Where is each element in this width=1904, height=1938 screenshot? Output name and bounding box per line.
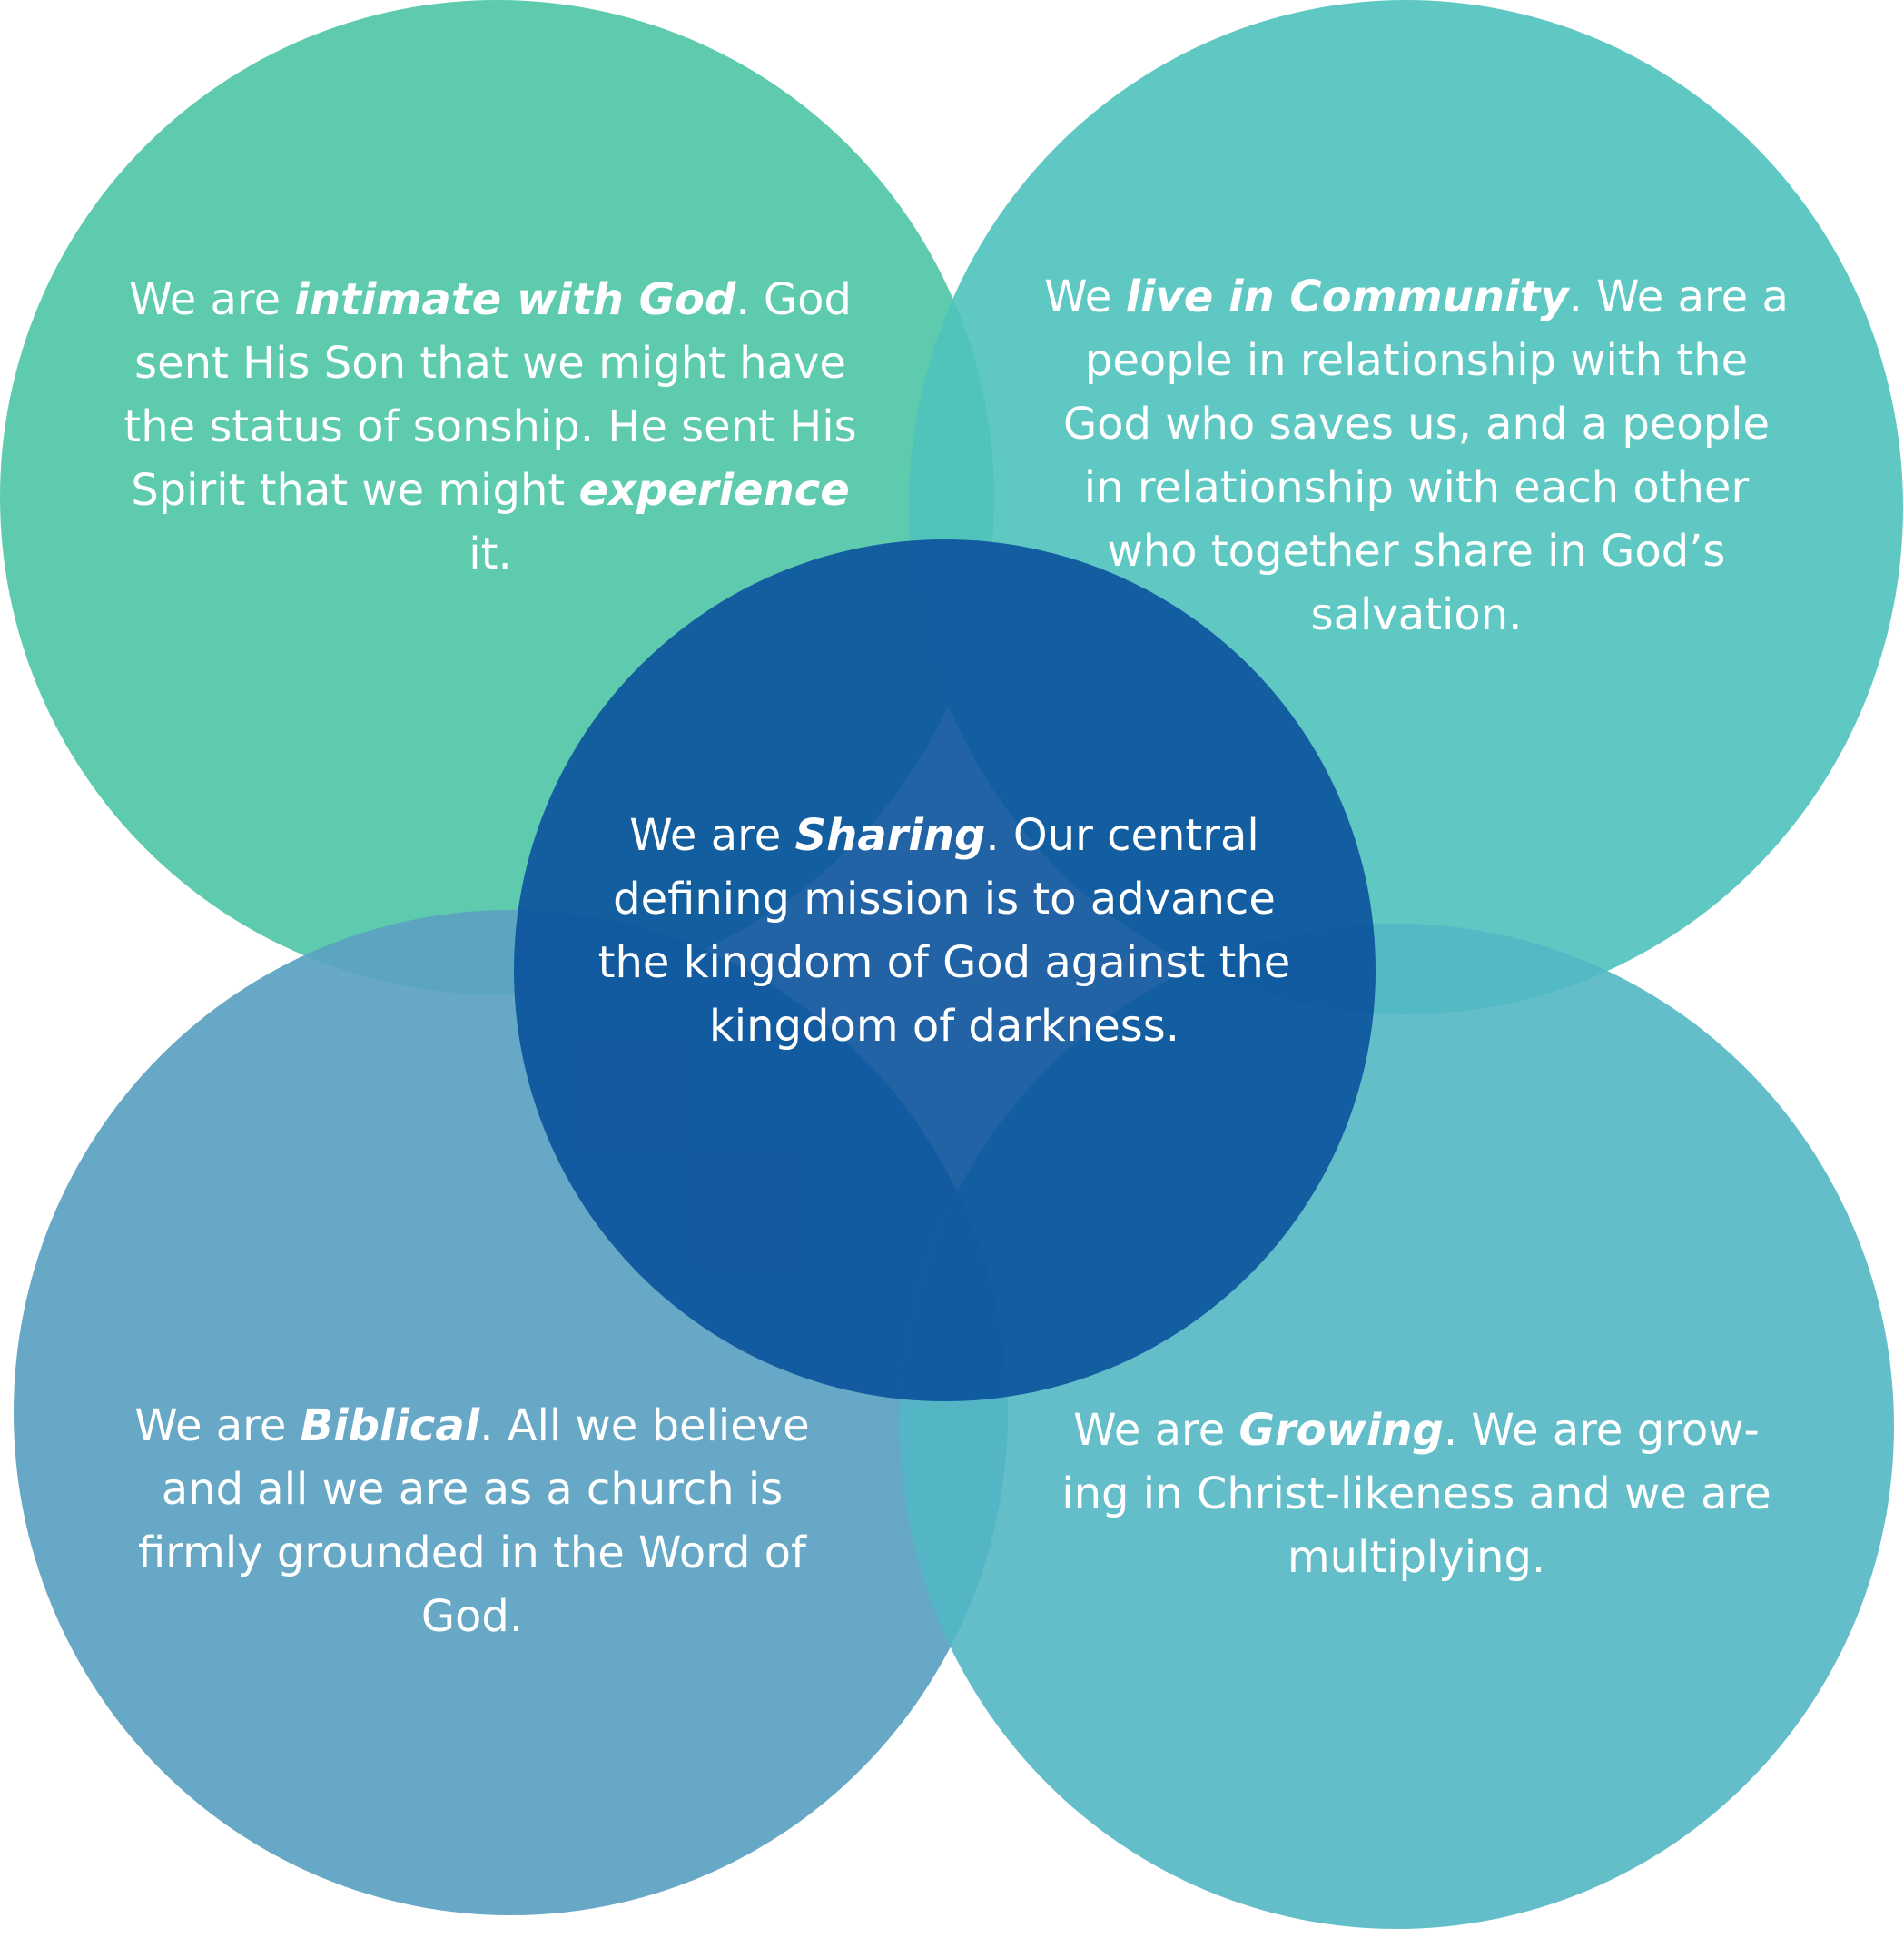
growing-lead: We are xyxy=(1073,1405,1239,1456)
circle-sharing xyxy=(514,539,1376,1401)
sharing-emphasis: Sharing xyxy=(794,810,986,861)
intimate-body: . God sent His Son that we might have th… xyxy=(123,274,857,516)
biblical-emphasis: Biblical xyxy=(300,1400,480,1451)
growing-body: . We are grow-ing in Christ-likeness and… xyxy=(1061,1405,1771,1583)
live-in-community-text: We live in Community. We are a people in… xyxy=(1044,265,1789,647)
sharing-body: . Our central defining mission is to adv… xyxy=(597,810,1291,1052)
growing-emphasis: Growing xyxy=(1238,1405,1444,1456)
community-body: . We are a people in relationship with t… xyxy=(1062,272,1789,640)
community-emphasis: live in Community xyxy=(1125,272,1569,322)
growing-text: We are Growing. We are grow-ing in Chris… xyxy=(1044,1399,1789,1589)
sharing-text: We are Sharing. Our central defining mis… xyxy=(581,804,1307,1058)
intimate-emphasis: intimate with God xyxy=(294,274,736,325)
intimate-body-end: it. xyxy=(469,529,512,579)
intimate-with-god-text: We are intimate with God. God sent His S… xyxy=(118,268,863,586)
biblical-body: . All we believe and all we are as a chu… xyxy=(138,1400,810,1642)
intimate-lead: We are xyxy=(129,274,295,325)
sharing-lead: We are xyxy=(629,810,795,861)
community-lead: We xyxy=(1044,272,1126,322)
intimate-emphasis-2: experience xyxy=(578,465,850,516)
biblical-lead: We are xyxy=(134,1400,301,1451)
biblical-text: We are Biblical. All we believe and all … xyxy=(109,1394,835,1648)
